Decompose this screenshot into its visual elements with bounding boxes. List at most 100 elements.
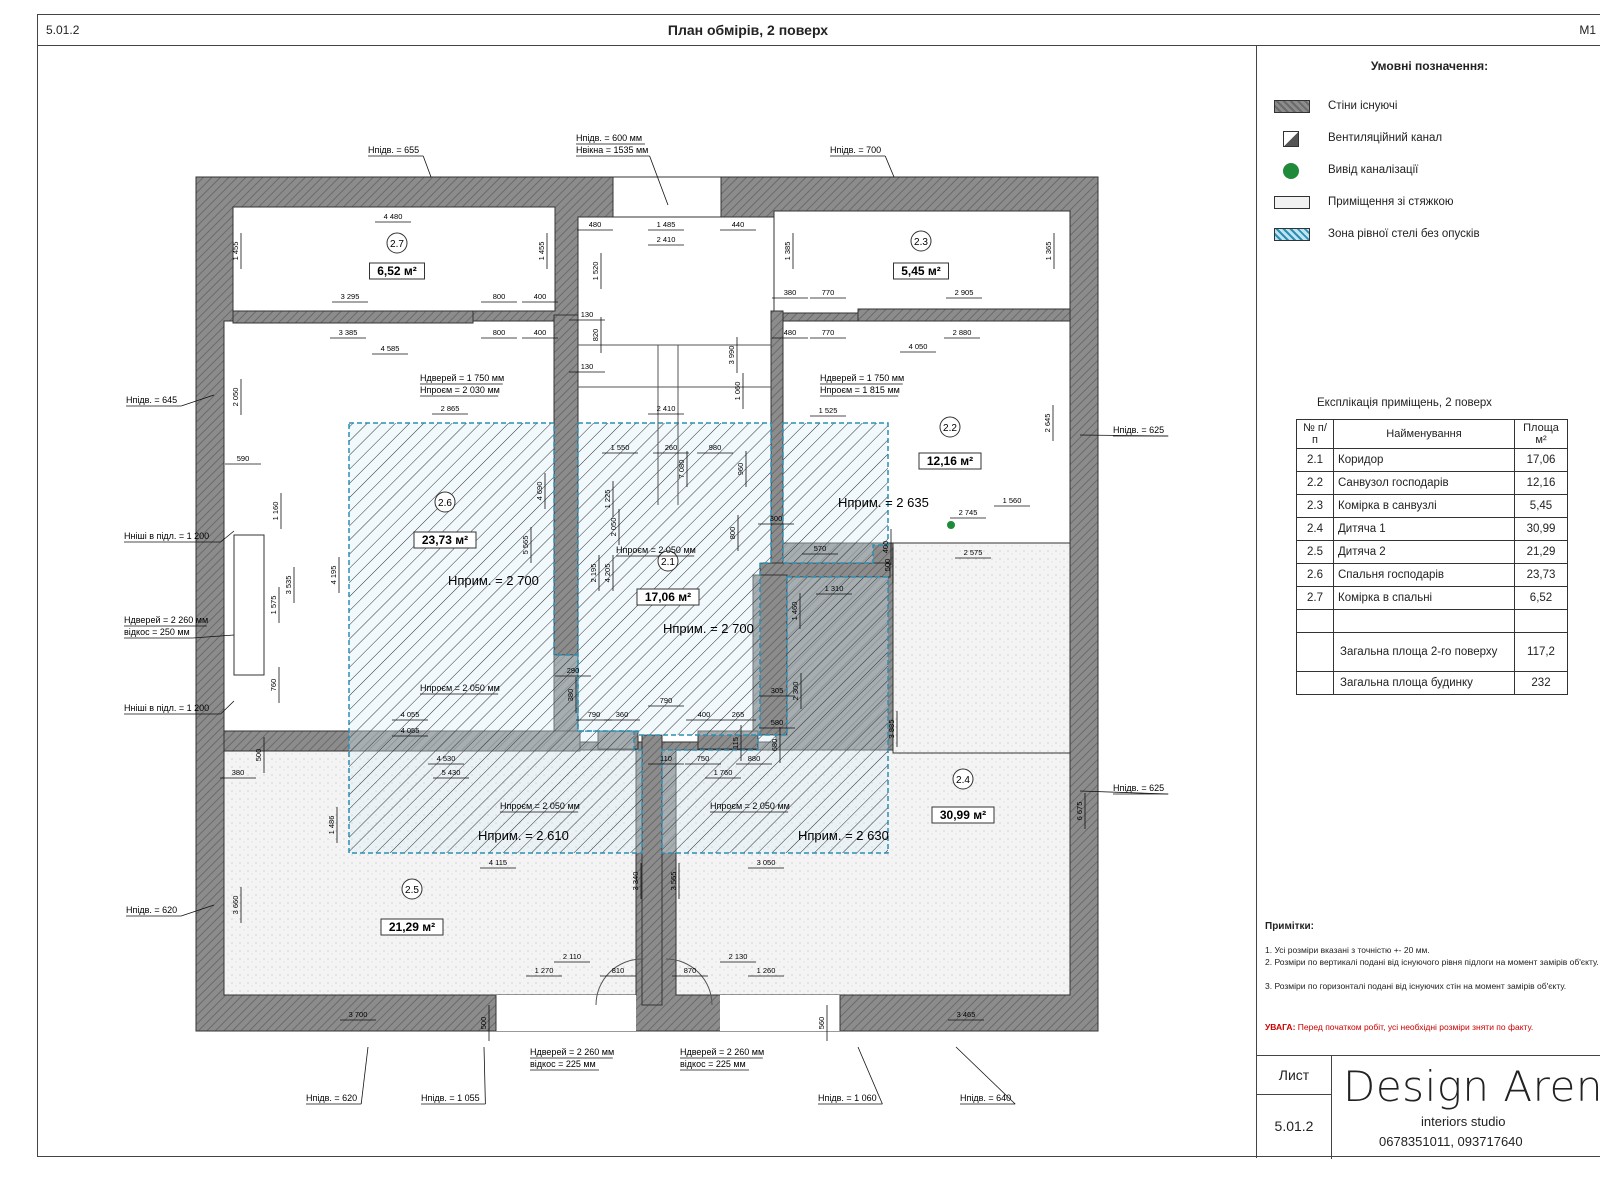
vent-swatch-icon: [1283, 131, 1299, 147]
room-marker: [910, 230, 932, 252]
dimension-label: 1 310: [825, 584, 844, 593]
annotation-label: Hпідв. = 645: [126, 395, 177, 405]
ceiling-height-label: Hприм. = 2 635: [838, 495, 929, 510]
dimension-label: 2 575: [964, 548, 983, 557]
title-block: Лист 5.01.2 Design Aren interiors studio…: [1257, 1055, 1600, 1159]
annotation-label: Hпідв. = 1 055: [421, 1093, 480, 1103]
room-area: 21,29 м²: [389, 920, 435, 934]
room-area: 12,16 м²: [927, 454, 973, 468]
annotation-label: Hпідв. = 620: [306, 1093, 357, 1103]
ceiling-height-label: Hприм. = 2 700: [663, 621, 754, 636]
sheet-number: 5.01.2: [1274, 1118, 1314, 1134]
annotation-label: Hдверей = 2 260 мм: [680, 1047, 764, 1057]
note-2: 2. Розміри по вертикалі подані від існую…: [1265, 957, 1599, 967]
dimension-label: 800: [493, 328, 506, 337]
room-id: 2.6: [438, 498, 452, 509]
dimension-label: 2 195: [589, 564, 598, 583]
dimension-label: 360: [616, 710, 629, 719]
page-title: План обмірів, 2 поверх: [667, 22, 829, 38]
title-bar: 5.01.2 План обмірів, 2 поверх М1: [38, 15, 1600, 46]
room-marker: [401, 878, 423, 900]
annotation-label: Hпідв. = 625: [1113, 425, 1164, 435]
annotation-label: відкос = 225 мм: [680, 1059, 746, 1069]
room-id: 2.2: [943, 423, 957, 434]
drawing-sheet: 5.01.2 План обмірів, 2 поверх М1: [37, 14, 1600, 1159]
dimension-label: 1 160: [271, 502, 280, 521]
dimension-label: 4 050: [909, 342, 928, 351]
legend-title: Умовні позначення:: [1370, 59, 1489, 73]
dimension-label: 3 990: [727, 346, 736, 365]
room-area-box: [931, 806, 995, 824]
room-id: 2.1: [661, 557, 675, 568]
note-3: 3. Розміри по горизонталі подані від існ…: [1265, 981, 1567, 991]
leader-line: [857, 1046, 883, 1105]
dimension-label: 4 195: [329, 566, 338, 585]
leader-line: [1079, 434, 1169, 437]
annotation-label: Hпроєм = 2 050 мм: [420, 683, 500, 693]
dimension-label: 4 480: [384, 212, 403, 221]
leader-line: [192, 634, 235, 639]
dimension-label: 820: [591, 329, 600, 342]
dimension-label: 4 690: [535, 482, 544, 501]
dimension-label: 4 055: [401, 726, 420, 735]
dimension-label: 4 115: [489, 858, 507, 867]
sheet-label: Лист: [1257, 1056, 1331, 1095]
dimension-label: 1 550: [611, 443, 630, 452]
dimension-label: 2 880: [953, 328, 972, 337]
annotation-label: Hдверей = 2 260 мм: [530, 1047, 614, 1057]
sheet-code: 5.01.2: [46, 23, 80, 37]
warning-note: УВАГА: Перед початком робіт, усі необхід…: [1265, 1022, 1534, 1032]
dimension-label: 1 455: [231, 242, 240, 261]
dimension-label: 500: [883, 559, 892, 572]
dimension-label: 770: [822, 288, 835, 297]
dimension-label: 1 060: [733, 382, 742, 401]
dimension-label: 3 295: [341, 292, 360, 301]
room-area: 30,99 м²: [940, 808, 986, 822]
leader-line: [422, 155, 432, 178]
dimension-label: 130: [581, 310, 594, 319]
notes-title: Примітки:: [1265, 921, 1314, 932]
dimension-label: 1 455: [537, 242, 546, 261]
room-marker: [386, 232, 408, 254]
room-id: 2.3: [914, 237, 928, 248]
dimension-label: 4 585: [381, 344, 400, 353]
stairs: [578, 344, 771, 505]
dimension-label: 880: [748, 754, 761, 763]
dimension-label: 400: [534, 328, 547, 337]
dimension-label: 3 465: [957, 1010, 976, 1019]
sewer-swatch-icon: [1283, 163, 1299, 179]
dimension-label: 1 260: [757, 966, 776, 975]
annotation-label: відкос = 225 мм: [530, 1059, 596, 1069]
annotation-label: Hпроєм = 2 030 мм: [420, 385, 500, 395]
annotation-label: Hпідв. = 640: [960, 1093, 1011, 1103]
leader-line: [483, 1046, 486, 1105]
floor-plan: 2.76,52 м²2.35,45 м²2.212,16 м²2.623,73 …: [124, 133, 1169, 1105]
dimension-label: 5 565: [521, 536, 530, 555]
dimension-label: 1 560: [1003, 496, 1022, 505]
annotation-label: Hпроєм = 2 050 мм: [710, 801, 790, 811]
studio-phones: 0678351011, 093717640: [1379, 1134, 1523, 1149]
dimension-label: 580: [771, 718, 784, 727]
dimension-label: 770: [822, 328, 835, 337]
dimension-label: 560: [817, 1017, 826, 1030]
room-area: 5,45 м²: [901, 264, 941, 278]
room-area: 17,06 м²: [645, 590, 691, 604]
room-area-box: [636, 588, 700, 606]
dimension-label: 2 130: [729, 952, 748, 961]
room-id: 2.4: [956, 775, 970, 786]
room-area: 6,52 м²: [377, 264, 417, 278]
dimension-label: 1 485: [657, 220, 676, 229]
annotation-label: Hпроєм = 2 050 мм: [616, 545, 696, 555]
room-marker: [939, 416, 961, 438]
leader-line: [649, 155, 669, 206]
dimension-label: 750: [697, 754, 710, 763]
dimension-label: 2 645: [1043, 414, 1052, 433]
table-row-total-house: Загальна площа будинку 232: [1296, 671, 1568, 695]
